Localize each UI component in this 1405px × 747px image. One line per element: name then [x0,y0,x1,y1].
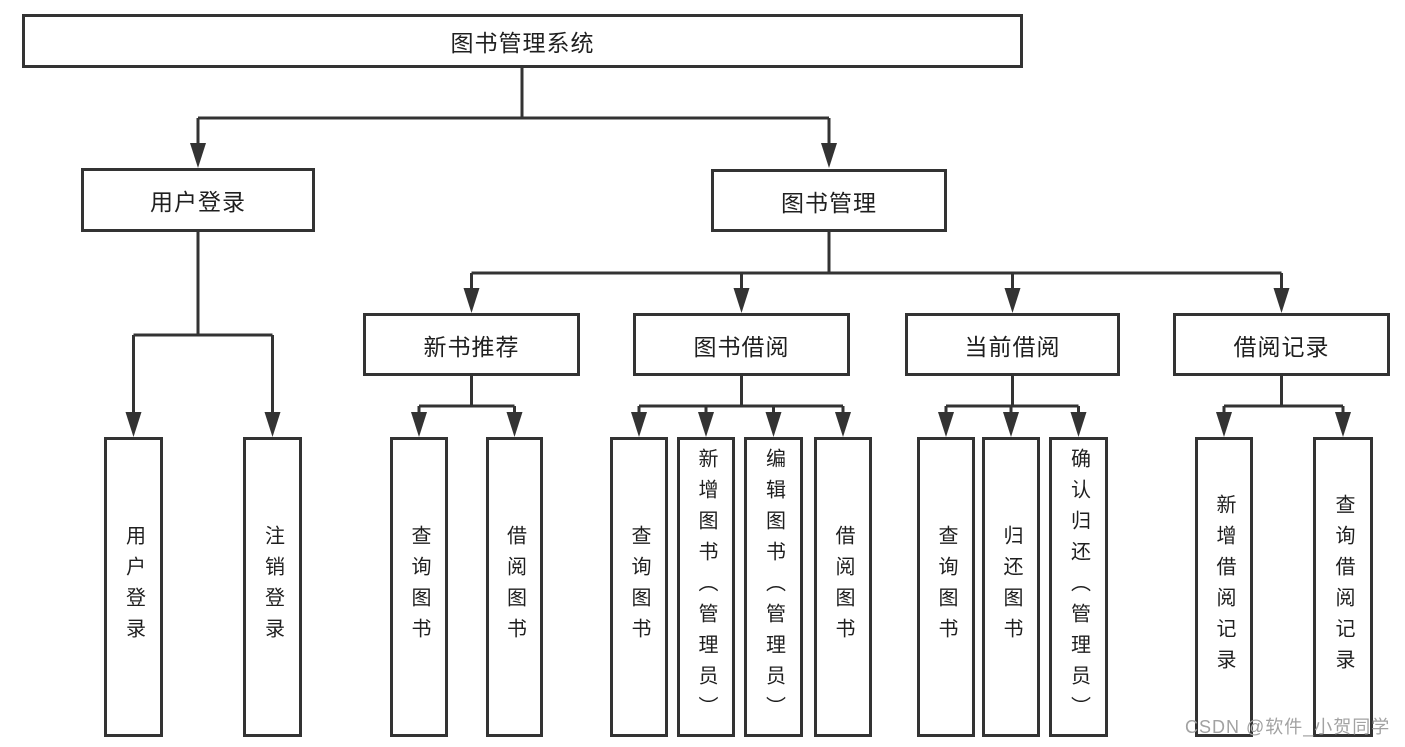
arrowhead-leaf-add-borrow-record [1216,412,1232,437]
leaf-add-borrow-record: 新增借阅记录 [1195,437,1253,737]
leaf-query-borrow-record: 查询借阅记录 [1313,437,1373,737]
arrowhead-leaf-query-borrow-record [1335,412,1351,437]
arrowhead-leaf-edit-book-admin [765,412,782,437]
node-root-system: 图书管理系统 [22,14,1023,68]
leaf-return-books-label: 归还图书 [1000,525,1022,649]
csdn-watermark: CSDN @软件_小贺同学 [1185,717,1391,737]
node-root-system-label: 图书管理系统 [450,30,595,56]
arrowhead-leaf-user-login [125,412,142,437]
arrowhead-user-login [190,143,206,168]
leaf-query-books-1-label: 查询图书 [408,525,430,649]
leaf-confirm-return-admin: 确认归还（管理员） [1049,437,1108,737]
leaf-query-books-3-label: 查询图书 [935,525,957,649]
arrowhead-current-borrowing [1004,288,1021,313]
leaf-borrow-books-2: 借阅图书 [814,437,872,737]
node-book-management-label: 图书管理 [781,189,877,216]
arrowhead-leaf-borrow-books-2 [835,412,851,437]
leaf-query-books-3: 查询图书 [917,437,975,737]
edge-book-management-to-level3 [470,232,1283,291]
leaf-confirm-return-admin-label: 确认归还（管理员） [1067,447,1090,727]
leaf-borrow-books-1: 借阅图书 [486,437,543,737]
node-user-login: 用户登录 [81,168,315,232]
node-new-book-recommendation-label: 新书推荐 [423,333,520,360]
arrowhead-book-borrowing [733,288,750,313]
edge-new-book-recommendation-to-leaves [417,375,516,415]
node-current-borrowing-label: 当前借阅 [964,333,1061,360]
leaf-user-login-label: 用户登录 [122,525,145,649]
leaf-query-books-2: 查询图书 [610,437,668,737]
node-borrowing-records: 借阅记录 [1173,313,1390,376]
leaf-query-books-1: 查询图书 [390,437,448,737]
arrowhead-leaf-return-books [1003,412,1019,437]
leaf-add-book-admin-label: 新增图书（管理员） [695,447,717,727]
edge-book-borrowing-to-leaves [637,375,845,415]
leaf-query-borrow-record-label: 查询借阅记录 [1332,494,1354,680]
leaf-borrow-books-2-label: 借阅图书 [832,525,854,649]
arrowhead-borrowing-records [1273,288,1290,313]
arrowhead-leaf-query-books-1 [411,412,427,437]
arrowhead-book-management [821,143,837,168]
node-borrowing-records-label: 借阅记录 [1233,333,1330,360]
leaf-edit-book-admin: 编辑图书（管理员） [744,437,803,737]
node-book-borrowing-label: 图书借阅 [693,333,790,360]
edge-user-login-to-leaves [132,232,274,415]
edge-current-borrowing-to-leaves [944,375,1080,415]
arrowhead-leaf-add-book-admin [698,412,714,437]
arrowhead-leaf-logout [264,412,281,437]
leaf-logout: 注销登录 [243,437,302,737]
arrowhead-leaf-borrow-books-1 [506,412,523,437]
leaf-query-books-2-label: 查询图书 [628,525,650,649]
arrowhead-leaf-query-books-3 [938,412,954,437]
leaf-add-borrow-record-label: 新增借阅记录 [1213,494,1235,680]
node-book-management: 图书管理 [711,169,947,232]
leaf-add-book-admin: 新增图书（管理员） [677,437,735,737]
leaf-user-login: 用户登录 [104,437,163,737]
edge-borrowing-records-to-leaves [1222,375,1345,415]
node-current-borrowing: 当前借阅 [905,313,1120,376]
leaf-edit-book-admin-label: 编辑图书（管理员） [762,447,785,727]
leaf-return-books: 归还图书 [982,437,1040,737]
node-book-borrowing: 图书借阅 [633,313,850,376]
node-new-book-recommendation: 新书推荐 [363,313,580,376]
arrowhead-leaf-confirm-return-admin [1070,412,1087,437]
arrowhead-leaf-query-books-2 [631,412,647,437]
leaf-logout-label: 注销登录 [261,525,284,649]
arrowhead-new-book-recommendation [463,288,480,313]
node-user-login-label: 用户登录 [150,189,246,215]
leaf-borrow-books-1-label: 借阅图书 [503,525,526,649]
edge-root-to-level2 [196,68,831,146]
